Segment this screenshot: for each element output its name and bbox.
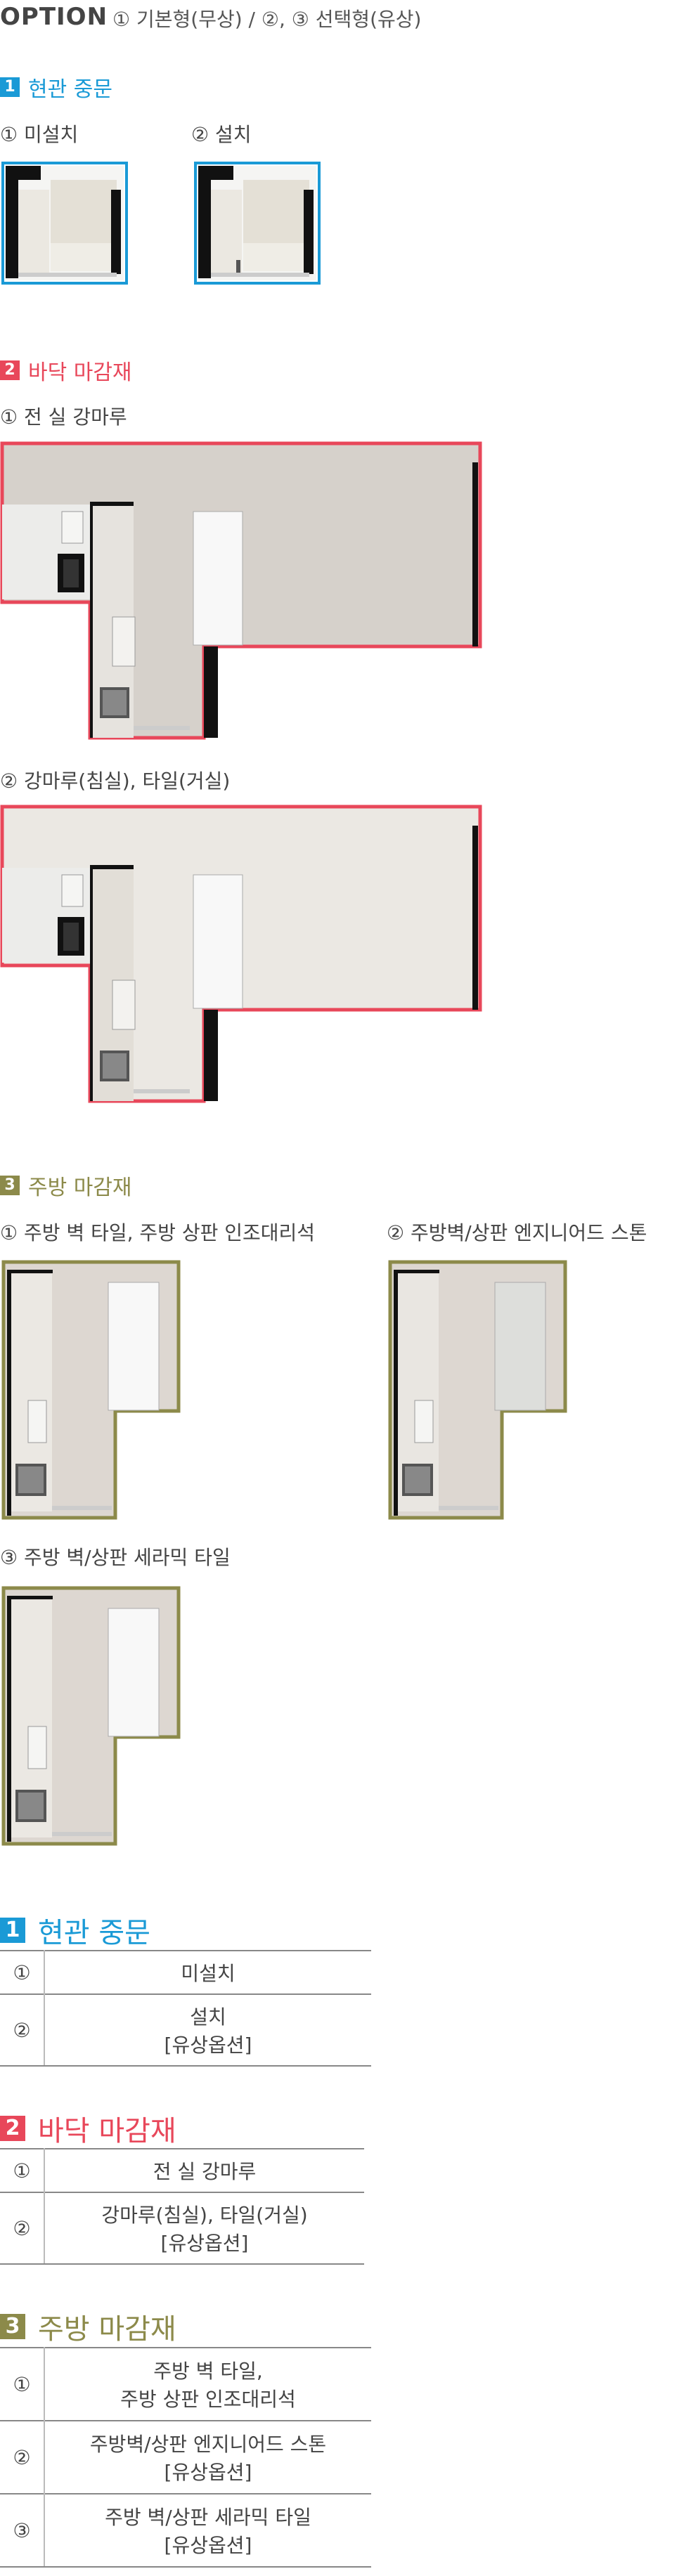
summary-title-entrance-door: 1 현관 중문	[0, 1910, 150, 1951]
summary-title-text: 주방 마감재	[38, 2313, 176, 2346]
entrance-plan-no-door	[1, 162, 128, 285]
row-value: 주방 벽/상판 세라믹 타일[유상옵션]	[44, 2493, 371, 2568]
summary-title-floor: 2 바닥 마감재	[0, 2108, 176, 2149]
section-title-floor: 2 바닥 마감재	[0, 355, 132, 386]
row-value: 강마루(침실), 타일(거실)[유상옵션]	[44, 2192, 364, 2265]
row-value: 설치[유상옵션]	[44, 1993, 371, 2067]
option-description: ① 기본형(무상) / ②, ③ 선택형(유상)	[112, 8, 422, 31]
section-title-text: 현관 중문	[28, 77, 112, 102]
item-label-no-door: ① 미설치	[0, 123, 79, 146]
summary-table-floor: ① 전 실 강마루 ② 강마루(침실), 타일(거실)[유상옵션]	[0, 2148, 364, 2265]
row-number: ②	[0, 2420, 45, 2494]
table-row: ① 전 실 강마루	[0, 2148, 364, 2192]
summary-title-text: 바닥 마감재	[38, 2115, 176, 2147]
table-row: ② 강마루(침실), 타일(거실)[유상옵션]	[0, 2192, 364, 2265]
section-badge: 3	[0, 1176, 20, 1195]
item-label-kitchen-2: ② 주방벽/상판 엔지니어드 스톤	[387, 1221, 647, 1244]
item-label-door: ② 설치	[191, 123, 252, 146]
row-number: ②	[0, 2192, 45, 2265]
summary-table-kitchen: ① 주방 벽 타일,주방 상판 인조대리석 ② 주방벽/상판 엔지니어드 스톤[…	[0, 2347, 371, 2568]
item-label-floor-2: ② 강마루(침실), 타일(거실)	[0, 769, 231, 793]
floor-plan-2	[0, 805, 482, 1103]
table-row: ③ 주방 벽/상판 세라믹 타일[유상옵션]	[0, 2493, 371, 2568]
section-badge: 2	[0, 360, 20, 380]
table-row: ① 주방 벽 타일,주방 상판 인조대리석	[0, 2347, 371, 2421]
summary-table-entrance-door: ① 미설치 ② 설치[유상옵션]	[0, 1950, 371, 2067]
item-label-floor-1: ① 전 실 강마루	[0, 405, 127, 429]
item-label-kitchen-1: ① 주방 벽 타일, 주방 상판 인조대리석	[0, 1221, 316, 1244]
floor-plan-1	[0, 441, 482, 740]
section-title-kitchen: 3 주방 마감재	[0, 1170, 132, 1201]
kitchen-plan-1	[1, 1260, 181, 1520]
section-title-entrance-door: 1 현관 중문	[0, 72, 112, 103]
row-value: 전 실 강마루	[44, 2148, 364, 2192]
row-value: 주방 벽 타일,주방 상판 인조대리석	[44, 2347, 371, 2421]
entrance-plan-door	[194, 162, 321, 285]
section-badge: 1	[0, 77, 20, 97]
row-number: ①	[0, 2347, 45, 2421]
section-title-text: 바닥 마감재	[28, 360, 132, 385]
item-label-kitchen-3: ③ 주방 벽/상판 세라믹 타일	[0, 1546, 231, 1569]
table-row: ② 설치[유상옵션]	[0, 1993, 371, 2067]
row-number: ①	[0, 2148, 45, 2192]
table-row: ① 미설치	[0, 1950, 371, 1994]
table-row: ② 주방벽/상판 엔지니어드 스톤[유상옵션]	[0, 2420, 371, 2494]
row-number: ②	[0, 1993, 45, 2067]
kitchen-plan-2	[388, 1260, 567, 1520]
row-number: ③	[0, 2493, 45, 2568]
summary-title-text: 현관 중문	[38, 1917, 150, 1949]
kitchen-plan-3	[1, 1586, 181, 1846]
option-heading: OPTION	[0, 3, 108, 31]
row-value: 미설치	[44, 1950, 371, 1994]
summary-badge: 1	[0, 1918, 25, 1943]
section-title-text: 주방 마감재	[28, 1176, 132, 1200]
summary-title-kitchen: 3 주방 마감재	[0, 2306, 176, 2347]
summary-badge: 3	[0, 2314, 25, 2339]
row-value: 주방벽/상판 엔지니어드 스톤[유상옵션]	[44, 2420, 371, 2494]
summary-badge: 2	[0, 2116, 25, 2141]
row-number: ①	[0, 1950, 45, 1994]
